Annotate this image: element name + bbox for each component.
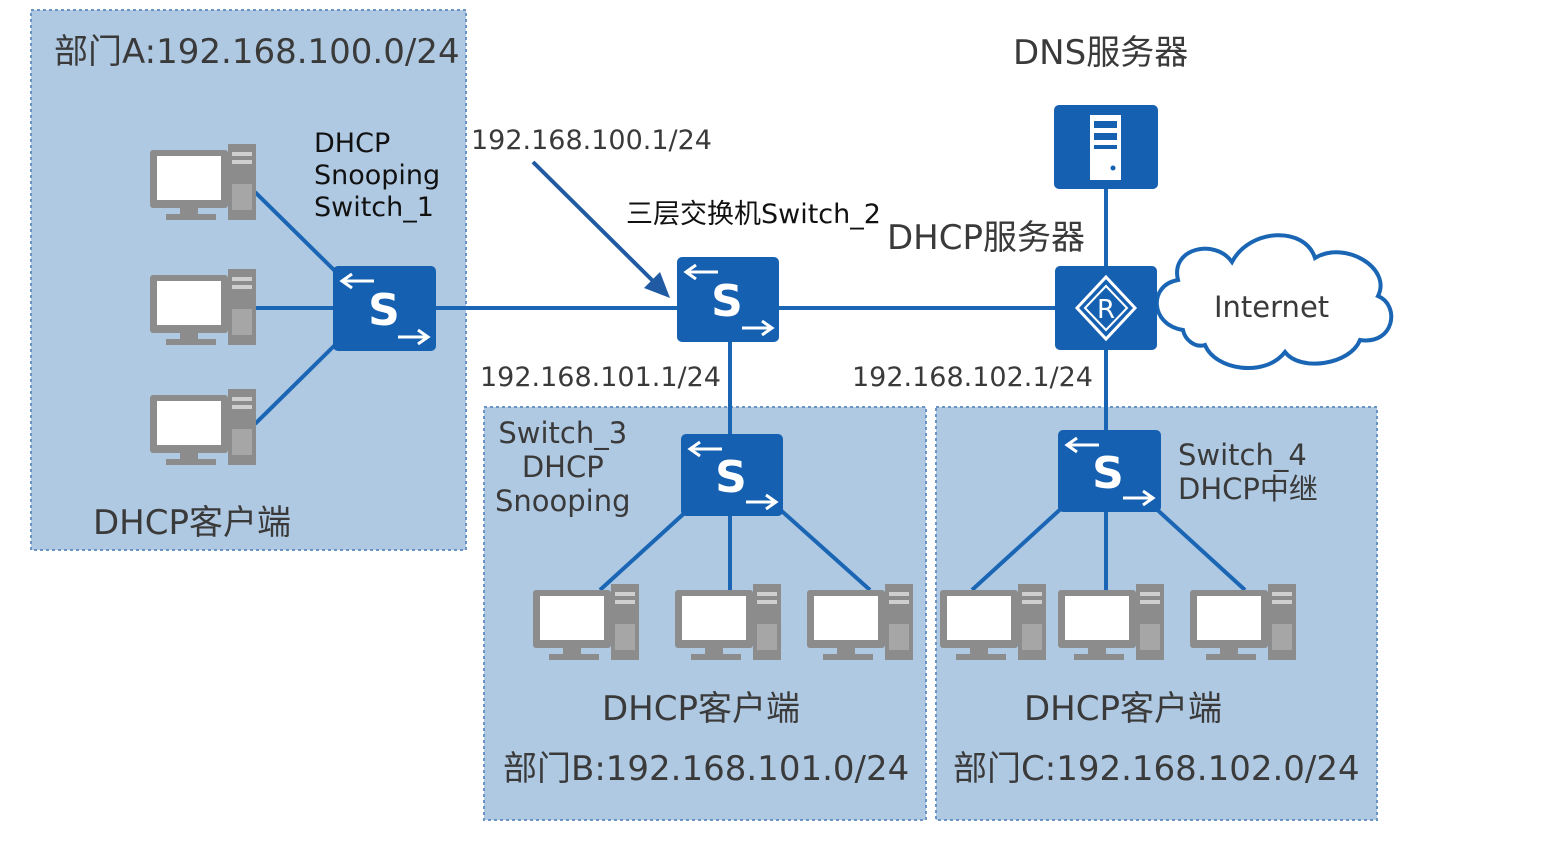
switch-1-label: DHCP Snooping Switch_1 (314, 128, 441, 223)
link-pc-a1-switch-1 (253, 190, 338, 274)
zone-b-client-label: DHCP客户端 (602, 689, 800, 729)
zone-c-client-label: DHCP客户端 (1024, 689, 1222, 729)
pc-icon (150, 269, 256, 345)
dhcp-server-label: DHCP服务器 (887, 218, 1085, 258)
annotation-arrow (531, 160, 670, 298)
router-glyph: R (1097, 295, 1115, 325)
gateway-c-ip: 192.168.102.1/24 (852, 362, 1093, 393)
pc-a2[interactable] (150, 269, 256, 345)
gateway-b-ip: 192.168.101.1/24 (480, 362, 721, 393)
pc-icon (807, 584, 913, 660)
pc-icon (1058, 584, 1164, 660)
switch-2[interactable]: S (677, 257, 779, 342)
pc-icon (1190, 584, 1296, 660)
zone-a-title: 部门A:192.168.100.0/24 (54, 32, 460, 72)
router-icon (1074, 274, 1138, 342)
server-icon (1090, 115, 1121, 180)
switch-4-glyph: S (1092, 448, 1124, 499)
zone-a-client-label: DHCP客户端 (93, 503, 291, 543)
pc-icon (150, 389, 256, 465)
switch-4-label: Switch_4 DHCP中继 (1178, 438, 1318, 507)
dhcp-server-router[interactable]: R (1055, 266, 1157, 350)
link-switch-4-pc-c1 (970, 503, 1067, 592)
internet-label: Internet (1214, 290, 1330, 324)
link-switch-3-pc-b3 (773, 503, 872, 592)
cloud-icon (1154, 233, 1394, 370)
switch-3-glyph: S (715, 452, 747, 503)
link-switch-3-pc-b1 (598, 506, 692, 592)
pc-b2[interactable] (675, 584, 781, 660)
pc-icon (675, 584, 781, 660)
pc-b3[interactable] (807, 584, 913, 660)
pc-a1[interactable] (150, 144, 256, 220)
switch-3[interactable]: S (681, 434, 783, 516)
switch-2-label: 三层交换机Switch_2 (626, 199, 881, 230)
switch-1-glyph: S (368, 285, 400, 336)
switch-2-glyph: S (711, 276, 743, 327)
pc-a3[interactable] (150, 389, 256, 465)
pc-icon (940, 584, 1046, 660)
link-switch-4-pc-c3 (1150, 503, 1247, 592)
switch-4[interactable]: S (1058, 430, 1161, 512)
zone-b-title: 部门B:192.168.101.0/24 (503, 749, 910, 789)
switch-icon (683, 263, 775, 337)
gateway-a-ip: 192.168.100.1/24 (471, 125, 712, 156)
switch-3-label: Switch_3 DHCP Snooping (495, 416, 631, 519)
pc-c1[interactable] (940, 584, 1046, 660)
pc-b1[interactable] (533, 584, 639, 660)
switch-icon (687, 440, 779, 511)
switch-1[interactable]: S (333, 266, 436, 351)
pc-icon (150, 144, 256, 220)
pc-icon (533, 584, 639, 660)
zone-c-title: 部门C:192.168.102.0/24 (953, 749, 1360, 789)
pc-group (150, 144, 1296, 660)
pc-c2[interactable] (1058, 584, 1164, 660)
link-pc-a3-switch-1 (253, 342, 338, 426)
switch-icon (1064, 436, 1156, 507)
switch-icon (339, 272, 431, 346)
dns-server-label: DNS服务器 (1013, 33, 1189, 73)
pc-c3[interactable] (1190, 584, 1296, 660)
dns-server[interactable] (1054, 105, 1158, 189)
